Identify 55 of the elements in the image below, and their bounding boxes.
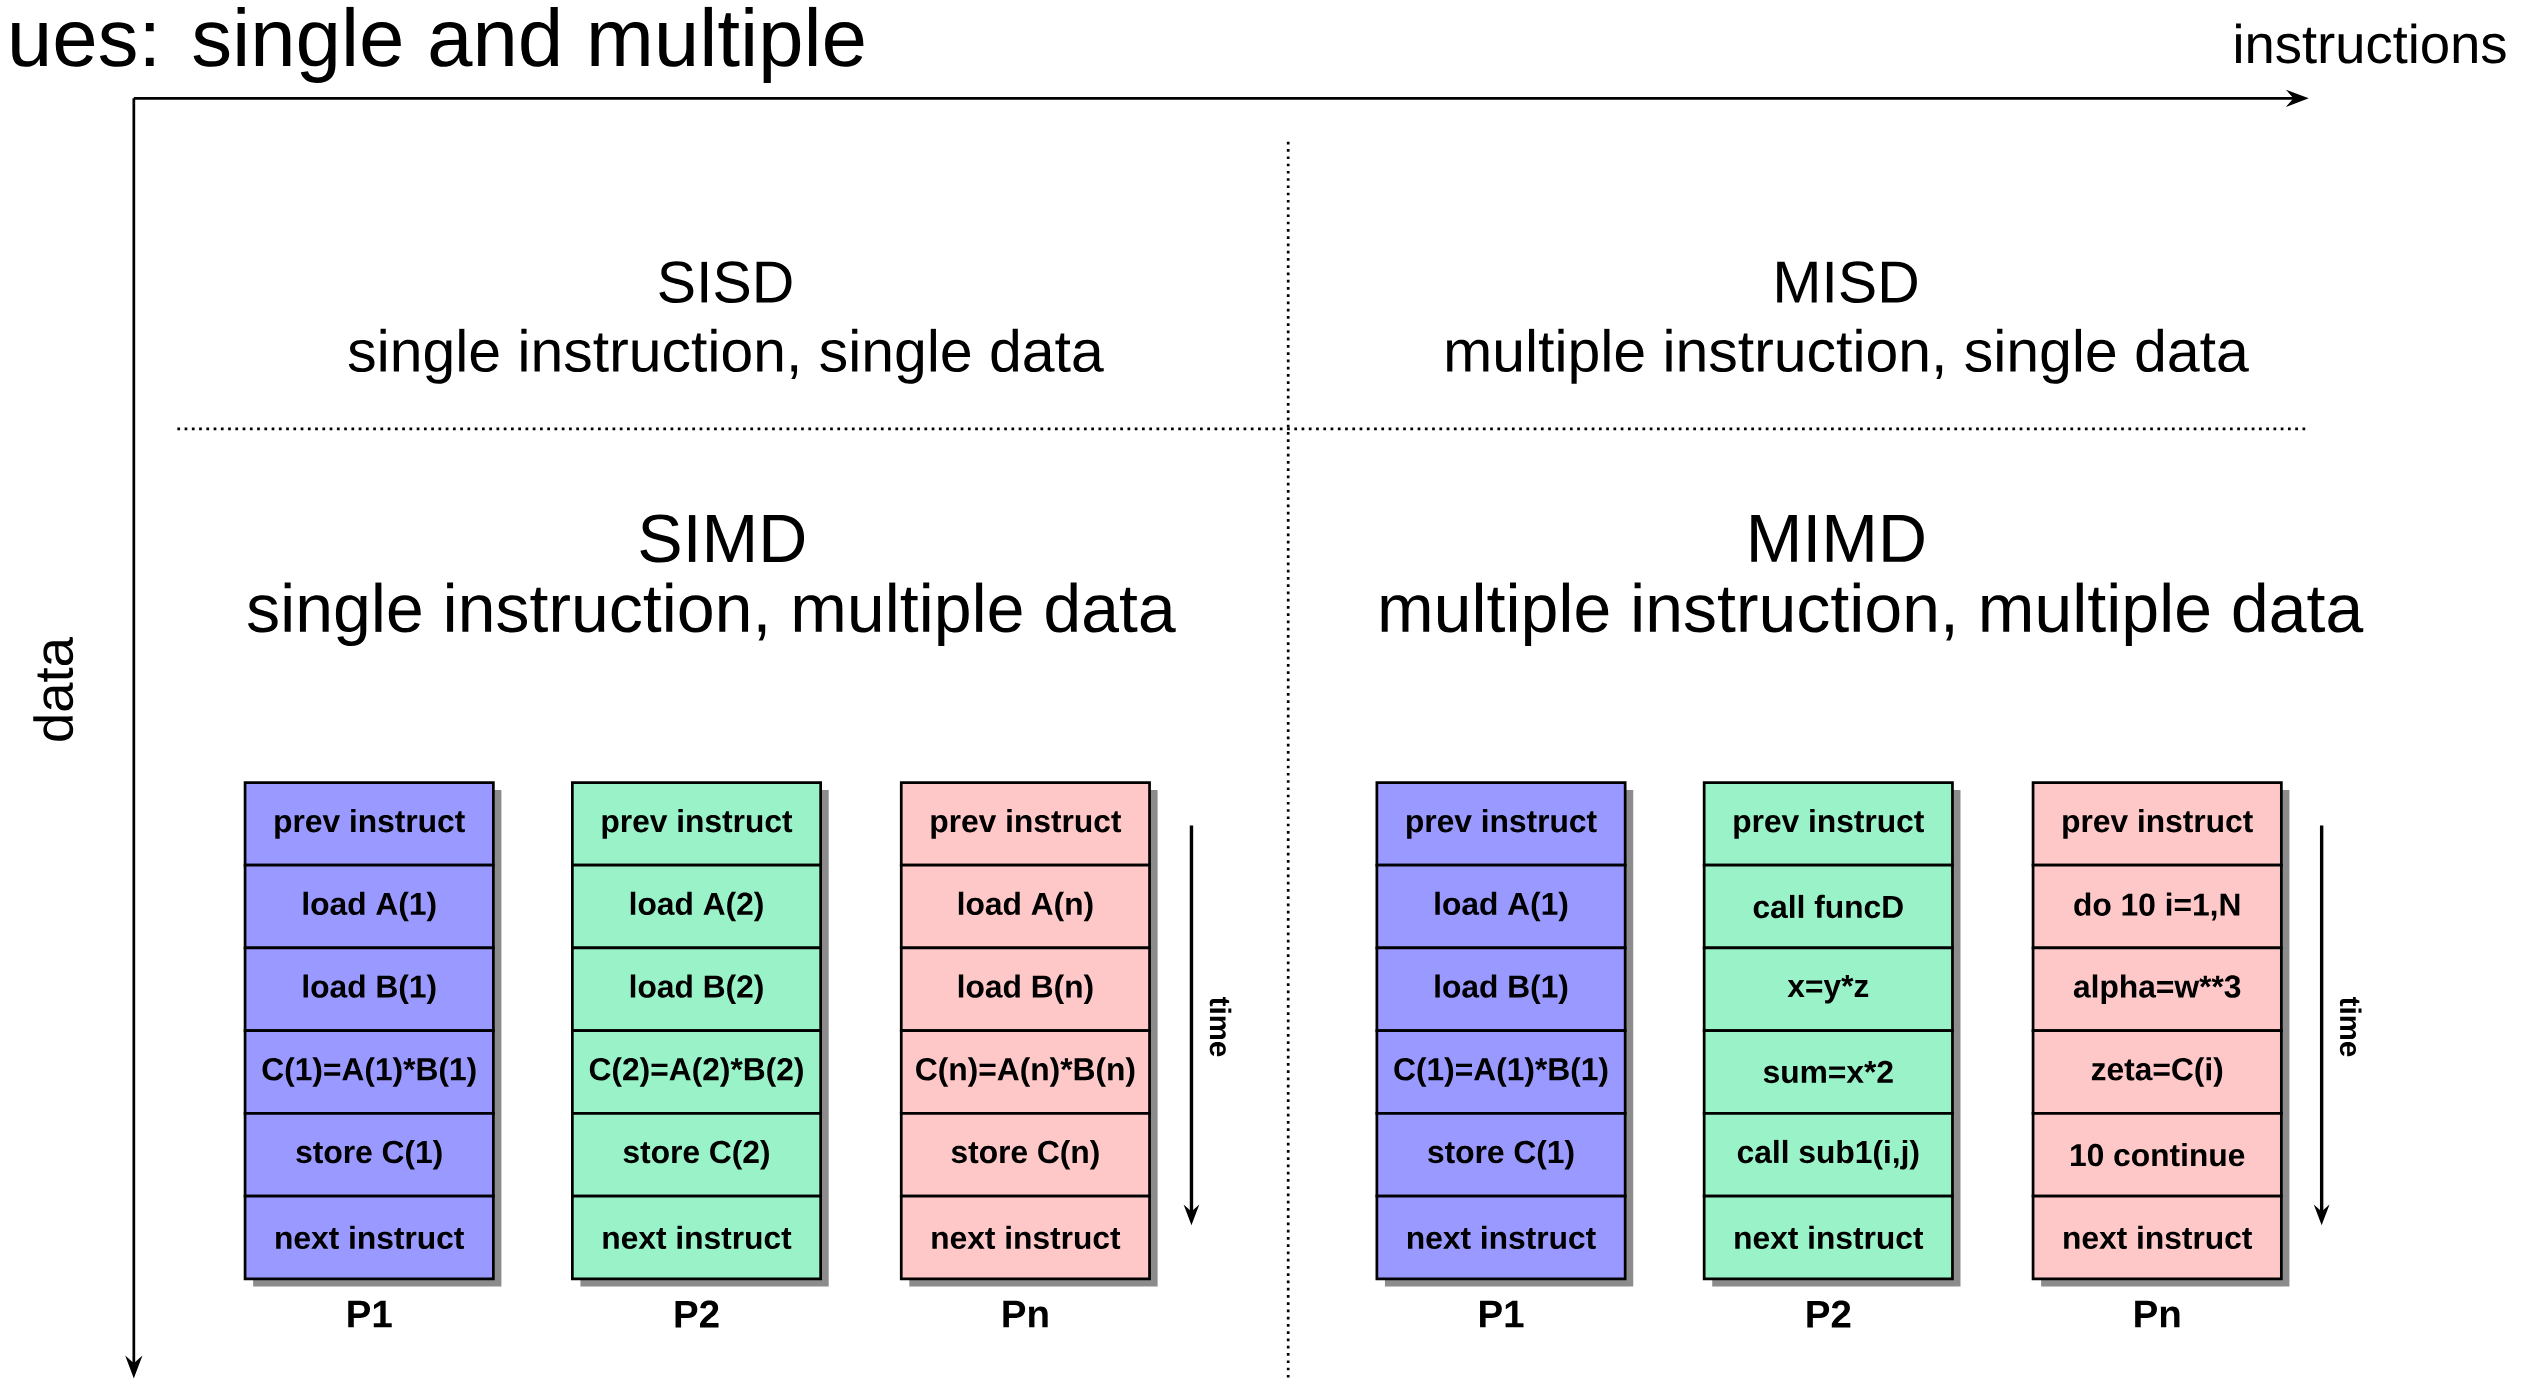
- instruction-cell: load B(1): [1375, 946, 1627, 1032]
- instruction-cell: alpha=w**3: [2031, 946, 2283, 1032]
- instruction-cell: store C(2): [571, 1111, 822, 1198]
- instruction-cell: zeta=C(i): [2031, 1029, 2283, 1115]
- quadrant-subtitle: multiple instruction, single data: [1447, 328, 2249, 384]
- quadrant-title: SIMD: [640, 514, 805, 563]
- instruction-cell: load B(2): [571, 946, 822, 1032]
- quadrant-title: MISD: [1777, 261, 1917, 303]
- instruction-cell: store C(1): [243, 1111, 495, 1198]
- instruction-cell: prev instruct: [1702, 781, 1954, 867]
- instruction-cell: next instruct: [2031, 1194, 2283, 1281]
- instruction-cell: next instruct: [1702, 1194, 1954, 1281]
- instruction-cell: do 10 i=1,N: [2031, 863, 2283, 950]
- processor-label: Pn: [2135, 1300, 2180, 1328]
- processor-label: P1: [1480, 1300, 1524, 1328]
- quadrant-subtitle: single instruction, multiple data: [248, 582, 1176, 646]
- instruction-cell: next instruct: [1375, 1194, 1627, 1281]
- instruction-cell: store C(1): [1375, 1111, 1627, 1198]
- time-label: time: [2339, 997, 2362, 1057]
- instruction-cell: prev instruct: [571, 781, 822, 867]
- instruction-cell: call funcD: [1702, 863, 1954, 950]
- instruction-cell: load A(1): [1375, 863, 1627, 950]
- axis-label: data: [33, 637, 74, 741]
- instruction-cell: C(1)=A(1)*B(1): [243, 1029, 495, 1115]
- quadrant-subtitle: single instruction, single data: [348, 328, 1104, 384]
- instruction-cell: next instruct: [571, 1194, 822, 1281]
- instruction-cell: load A(1): [243, 863, 495, 950]
- instruction-cell: load B(1): [243, 946, 495, 1032]
- instruction-cell: next instruct: [899, 1194, 1151, 1281]
- processor-label: P2: [675, 1300, 719, 1328]
- instruction-cell: load A(n): [899, 863, 1151, 950]
- quadrant-title: MIMD: [1751, 515, 1924, 562]
- instruction-cell: prev instruct: [243, 781, 495, 867]
- instruction-cell: store C(n): [899, 1111, 1151, 1198]
- instruction-cell: sum=x*2: [1702, 1029, 1954, 1115]
- instruction-cell: prev instruct: [2031, 781, 2283, 867]
- instruction-cell: x=y*z: [1702, 946, 1954, 1032]
- processor-label: P2: [1807, 1300, 1851, 1328]
- instruction-cell: C(n)=A(n)*B(n): [899, 1029, 1151, 1115]
- instruction-cell: prev instruct: [1375, 781, 1627, 867]
- time-label: time: [1209, 997, 1232, 1057]
- instruction-cell: prev instruct: [899, 781, 1151, 867]
- instruction-cell: 10 continue: [2031, 1111, 2283, 1198]
- axis-label: instructions: [2236, 23, 2506, 64]
- quadrant-subtitle: multiple instruction, multiple data: [1381, 582, 2364, 646]
- instruction-cell: C(1)=A(1)*B(1): [1375, 1029, 1627, 1115]
- processor-label: Pn: [1003, 1300, 1048, 1328]
- processor-label: P1: [348, 1300, 392, 1328]
- instruction-cell: call sub1(i,j): [1702, 1111, 1954, 1198]
- instruction-cell: C(2)=A(2)*B(2): [571, 1029, 822, 1115]
- instruction-cell: load B(n): [899, 946, 1151, 1032]
- title: ues: single and multiple: [12, 6, 864, 83]
- instruction-cell: next instruct: [243, 1194, 495, 1281]
- quadrant-title: SISD: [659, 261, 792, 303]
- instruction-cell: load A(2): [571, 863, 822, 950]
